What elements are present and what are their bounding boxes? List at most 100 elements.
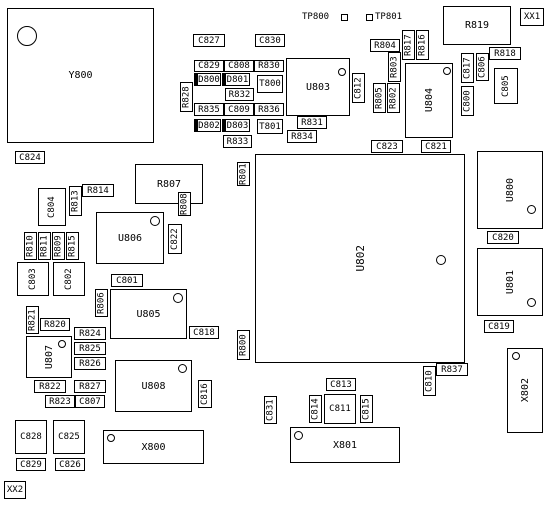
resistor-r816: R816 — [416, 30, 429, 60]
label-u801: U801 — [504, 269, 516, 295]
capacitor-c825: C825 — [53, 420, 85, 454]
label-r811: R811 — [39, 235, 50, 257]
label-c815: C815 — [361, 398, 372, 420]
ic-u802: U802 — [255, 154, 465, 363]
label-d802: D802 — [198, 120, 220, 131]
pin1-marker-u807 — [58, 340, 66, 348]
resistor-r825: R825 — [74, 342, 106, 355]
label-c827: C827 — [198, 35, 220, 46]
resistor-r817: R817 — [402, 30, 415, 60]
label-c802: C802 — [64, 268, 74, 290]
pin1-marker-u800 — [527, 205, 536, 214]
label-c813: C813 — [330, 379, 352, 390]
resistor-r810: R810 — [24, 232, 37, 260]
label-r805: R805 — [374, 87, 385, 109]
label-c809: C809 — [228, 104, 250, 115]
label-r803: R803 — [389, 56, 400, 78]
label-u800: U800 — [504, 177, 516, 203]
capacitor-c816: C816 — [198, 380, 212, 408]
resistor-r800: R800 — [237, 330, 250, 360]
ic-u800: U800 — [477, 151, 543, 229]
diode-d800: D800 — [194, 73, 221, 86]
label-c806: C806 — [477, 56, 488, 78]
resistor-r831: R831 — [297, 116, 327, 129]
label-r835: R835 — [198, 104, 220, 115]
diode-d801: D801 — [222, 73, 250, 86]
label-r826: R826 — [79, 358, 101, 369]
capacitor-c807: C807 — [75, 395, 105, 408]
transistor-t801: T801 — [257, 119, 283, 134]
resistor-r824: R824 — [74, 327, 106, 340]
label-c804: C804 — [47, 196, 57, 218]
label-r800: R800 — [238, 334, 249, 356]
label-c811: C811 — [329, 404, 351, 414]
label-tp801: TP801 — [375, 12, 403, 22]
crystal-x802: X802 — [507, 348, 543, 433]
label-r814: R814 — [87, 185, 109, 196]
resistor-r802: R802 — [387, 83, 400, 113]
resistor-r804: R804 — [370, 39, 400, 52]
label-t801: T801 — [259, 121, 281, 132]
resistor-r821: R821 — [26, 306, 39, 334]
label-u804: U804 — [423, 88, 435, 113]
label-d801: D801 — [226, 74, 249, 85]
pin1-marker-x802 — [512, 352, 520, 360]
label-r837: R837 — [441, 364, 463, 375]
diode-d802: D802 — [194, 119, 221, 132]
transistor-t800: T800 — [257, 75, 283, 93]
label-r834: R834 — [291, 131, 313, 142]
label-t800: T800 — [259, 79, 281, 89]
label-r810: R810 — [25, 235, 36, 257]
label-c823: C823 — [376, 141, 398, 152]
label-c817: C817 — [462, 57, 473, 79]
testpoint-tp800 — [341, 14, 348, 21]
capacitor-c818: C818 — [189, 326, 219, 339]
pin1-marker-u804 — [443, 67, 451, 75]
pin1-marker-u808 — [178, 364, 187, 373]
capacitor-c814: C814 — [309, 395, 322, 423]
label-r831: R831 — [301, 117, 323, 128]
label-c808: C808 — [228, 61, 250, 71]
resistor-r836: R836 — [254, 103, 284, 116]
label-c831: C831 — [265, 399, 276, 421]
label-c800: C800 — [462, 90, 473, 112]
label-c825: C825 — [58, 432, 80, 442]
label-d803: D803 — [226, 120, 249, 131]
resistor-r811: R811 — [38, 232, 51, 260]
label-c812: C812 — [353, 77, 364, 99]
capacitor-c810: C810 — [423, 366, 436, 396]
capacitor-c806: C806 — [476, 53, 489, 81]
resistor-r818: R818 — [489, 47, 521, 60]
capacitor-c821: C821 — [421, 140, 451, 153]
label-r827: R827 — [79, 381, 101, 392]
capacitor-c822: C822 — [168, 224, 182, 254]
capacitor-c813: C813 — [326, 378, 356, 391]
resistor-r833: R833 — [223, 135, 252, 148]
label-u808: U808 — [141, 380, 166, 392]
label-c829-bottom: C829 — [20, 459, 42, 470]
crystal-x800: X800 — [103, 430, 204, 464]
label-c807: C807 — [79, 396, 101, 407]
label-c818: C818 — [193, 327, 215, 338]
label-c820: C820 — [492, 232, 514, 243]
capacitor-c804: C804 — [38, 188, 66, 226]
capacitor-c815: C815 — [360, 395, 373, 423]
label-x802: X802 — [519, 378, 531, 403]
capacitor-c802: C802 — [53, 262, 85, 296]
capacitor-c809: C809 — [224, 103, 254, 116]
label-xx2: XX2 — [6, 485, 24, 495]
label-tp800: TP800 — [302, 12, 330, 22]
pin1-marker-x801 — [294, 431, 303, 440]
resistor-r820: R820 — [40, 318, 70, 331]
pad-xx2: XX2 — [4, 481, 26, 499]
label-u802: U802 — [353, 245, 367, 272]
label-c829: C829 — [198, 61, 220, 71]
label-r807: R807 — [156, 178, 182, 190]
capacitor-c826: C826 — [55, 458, 85, 471]
label-r822: R822 — [39, 381, 61, 392]
resistor-r837: R837 — [436, 363, 468, 376]
resistor-r801: R801 — [237, 162, 250, 186]
label-c816: C816 — [200, 383, 210, 405]
label-c810: C810 — [424, 370, 435, 392]
resistor-r822: R822 — [34, 380, 66, 393]
